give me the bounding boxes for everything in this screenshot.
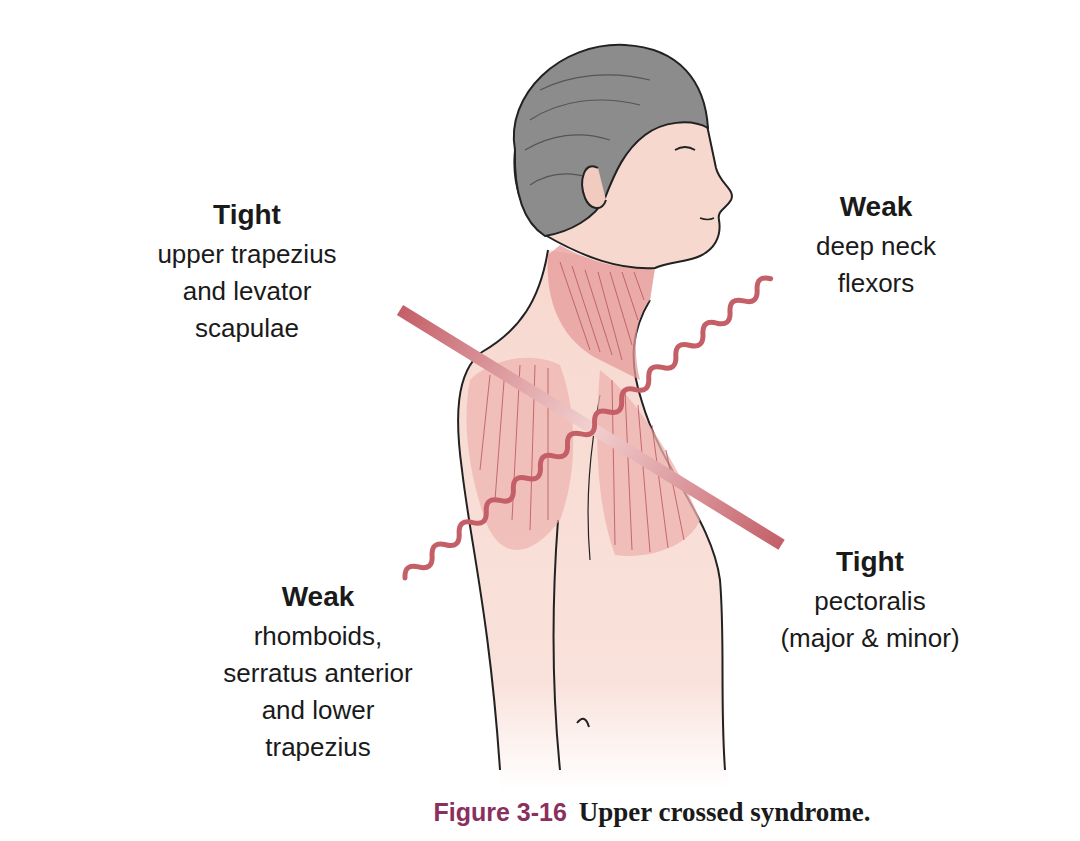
muscle-list: upper trapezius and levator scapulae: [147, 236, 347, 347]
muscle-list: pectoralis (major & minor): [776, 583, 964, 657]
figure-number: Figure 3-16: [433, 796, 566, 828]
label-heading: Weak: [218, 578, 418, 615]
muscle-list: rhomboids, serratus anterior and lower t…: [218, 618, 418, 766]
figure-caption: Upper crossed syndrome.: [579, 796, 871, 828]
muscle-list: deep neck flexors: [786, 228, 966, 302]
weak-wave: [401, 274, 774, 583]
label-heading: Weak: [786, 188, 966, 225]
label-heading: Tight: [147, 196, 347, 233]
tight-bar: [397, 305, 785, 550]
label-heading: Tight: [776, 543, 964, 580]
